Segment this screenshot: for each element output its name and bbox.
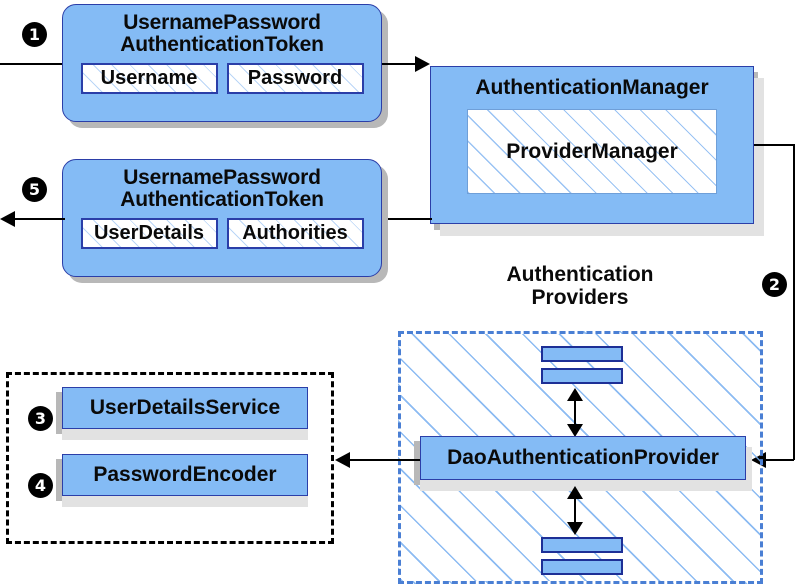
provider-placeholder-bottom-1 xyxy=(541,537,623,553)
connector-token-to-manager xyxy=(382,63,420,65)
connector-into-dao xyxy=(766,459,794,461)
request-token-card: UsernamePassword AuthenticationToken Use… xyxy=(62,4,382,122)
connector-manager-to-response xyxy=(382,218,432,220)
slot-username: Username xyxy=(80,62,218,94)
connector-right-vertical xyxy=(793,144,795,460)
step-marker-4: 4 xyxy=(28,473,53,498)
slot-userdetails: UserDetails xyxy=(80,217,218,249)
passwordencoder-box: PasswordEncoder xyxy=(62,454,308,496)
arrowhead-up-bottom xyxy=(567,486,583,499)
connector-dao-up xyxy=(574,392,576,426)
step-marker-2: 2 xyxy=(762,272,787,297)
connector-manager-right xyxy=(754,144,795,146)
arrowhead-up-top xyxy=(567,388,583,401)
request-token-slots: Username Password xyxy=(80,62,364,94)
authentication-manager-box: AuthenticationManager ProviderManager xyxy=(430,66,754,224)
step-marker-3: 3 xyxy=(28,406,53,431)
support-services-container xyxy=(6,372,334,544)
provider-manager-box: ProviderManager xyxy=(467,109,717,194)
response-token-card: UsernamePassword AuthenticationToken Use… xyxy=(62,159,382,277)
connector-request-in xyxy=(0,63,80,65)
slot-password: Password xyxy=(226,62,364,94)
slot-authorities: Authorities xyxy=(226,217,364,249)
connector-dao-down xyxy=(574,490,576,524)
step-marker-5: 5 xyxy=(22,177,47,202)
authentication-manager-title: AuthenticationManager xyxy=(475,76,709,99)
response-token-title: UsernamePassword AuthenticationToken xyxy=(120,166,324,212)
arrowhead-down-top xyxy=(567,424,583,437)
response-token-slots: UserDetails Authorities xyxy=(80,217,364,249)
provider-placeholder-top-2 xyxy=(541,368,623,384)
connector-response-out xyxy=(15,218,65,220)
providers-group-label: Authentication Providers xyxy=(506,263,654,309)
step-marker-1: 1 xyxy=(22,22,47,47)
userdetailsservice-box: UserDetailsService xyxy=(62,387,308,429)
dao-authentication-provider-box: DaoAuthenticationProvider xyxy=(420,436,746,480)
provider-placeholder-top-1 xyxy=(541,346,623,362)
arrowhead-response-out xyxy=(0,211,15,227)
provider-placeholder-bottom-2 xyxy=(541,559,623,575)
arrowhead-into-services xyxy=(335,452,350,468)
arrowhead-down-bottom xyxy=(567,522,583,535)
request-token-title: UsernamePassword AuthenticationToken xyxy=(120,11,324,57)
connector-dao-to-services xyxy=(350,459,420,461)
arrowhead-into-manager xyxy=(415,56,430,72)
